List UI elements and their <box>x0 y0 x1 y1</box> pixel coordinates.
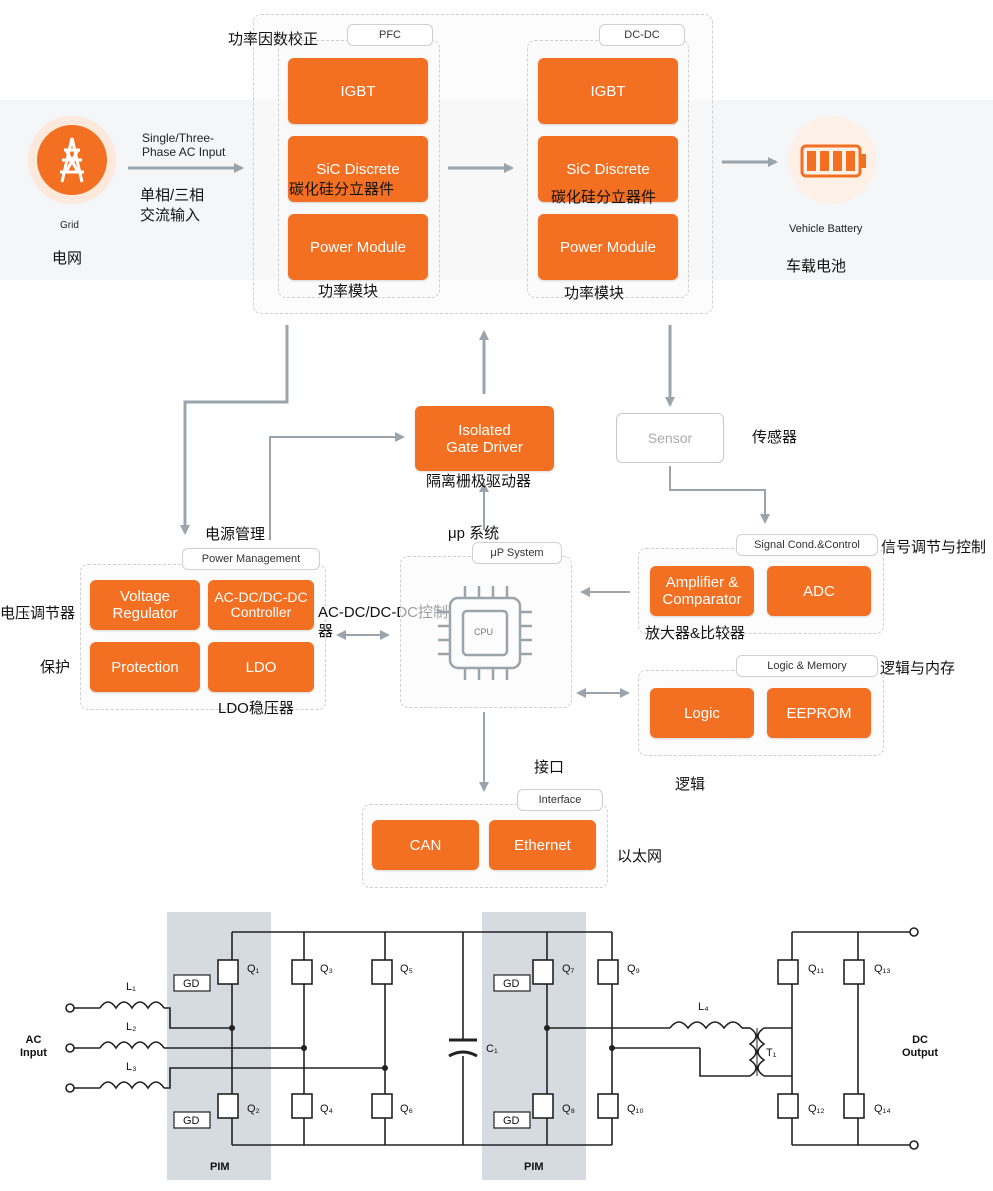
logic-tag: Logic & Memory <box>736 655 878 677</box>
eeprom-block: EEPROM <box>767 688 871 738</box>
pfc-igbt-block: IGBT <box>288 58 428 124</box>
protection-cn: 保护 <box>40 659 71 676</box>
switch-q5-label: Q₅ <box>400 963 413 975</box>
ldo-cn: LDO稳压器 <box>218 700 294 717</box>
gd-label: GD <box>503 978 520 990</box>
transformer-t1-label: T₁ <box>766 1047 777 1059</box>
switch-q13-label: Q₁₃ <box>874 963 891 975</box>
switch-q12-label: Q₁₂ <box>808 1103 825 1115</box>
switch-q9-label: Q₉ <box>627 963 640 975</box>
dcdc-igbt-block: IGBT <box>538 58 678 124</box>
gd-label: GD <box>183 978 200 990</box>
dcdc-tag: DC-DC <box>599 24 685 46</box>
pfc-tag: PFC <box>347 24 433 46</box>
sensor-cn: 传感器 <box>752 429 798 446</box>
switch-q7-label: Q₇ <box>562 963 575 975</box>
inductor-l3-label: L₃ <box>126 1061 137 1073</box>
dcdc-sic-en: SiC Discrete <box>566 160 650 178</box>
pim-label-left: PIM <box>210 1161 230 1173</box>
adc-block: ADC <box>767 566 871 616</box>
gd-label: GD <box>183 1115 200 1127</box>
dc-output-label: DC Output <box>902 1034 939 1059</box>
switch-q6-label: Q₆ <box>400 1103 413 1115</box>
ac-input-label-en: Single/Three- Phase AC Input <box>142 131 226 159</box>
pim-region-right <box>482 912 586 1180</box>
ac-input-label-cn: 单相/三相 交流输入 <box>140 187 205 224</box>
dcdc-power-module-block: Power Module <box>538 214 678 280</box>
grid-label-cn: 电网 <box>52 250 83 267</box>
logic-memory-cn: 逻辑与内存 <box>880 660 956 677</box>
pim-label-right: PIM <box>524 1161 544 1173</box>
grid-label-en: Grid <box>60 220 79 231</box>
ldo-block: LDO <box>208 642 314 692</box>
pfc-power-module-block: Power Module <box>288 214 428 280</box>
pfc-label-cn: 功率因数校正 <box>228 31 319 48</box>
pfc-module-cn: 功率模块 <box>318 283 379 300</box>
gate-driver-cn: 隔离栅极驱动器 <box>426 473 532 490</box>
switch-q1-label: Q₁ <box>247 963 260 975</box>
capacitor-c1-label: C₁ <box>486 1043 498 1055</box>
amplifier-cn: 放大器&比较器 <box>645 625 746 642</box>
power-mgmt-tag: Power Management <box>182 548 320 570</box>
sensor-block: Sensor <box>616 413 724 463</box>
ac-input-label: AC Input <box>20 1034 47 1059</box>
switch-q4-label: Q₄ <box>320 1103 334 1115</box>
voltage-regulator-cn: 电压调节器 <box>0 605 76 622</box>
battery-icon <box>788 116 876 204</box>
interface-cn: 接口 <box>534 759 565 776</box>
dcdc-module-cn: 功率模块 <box>564 285 625 302</box>
dcdc-sic-cn: 碳化硅分立器件 <box>551 189 657 206</box>
up-system-tag: μP System <box>472 542 562 564</box>
inductor-l4-label: L₄ <box>698 1001 709 1013</box>
ethernet-cn: 以太网 <box>617 848 663 865</box>
voltage-regulator-block: Voltage Regulator <box>90 580 200 630</box>
switch-q10-label: Q₁₀ <box>627 1103 644 1115</box>
battery-label-en: Vehicle Battery <box>789 223 863 235</box>
gd-label: GD <box>503 1115 520 1127</box>
pfc-sic-cn: 碳化硅分立器件 <box>289 181 395 198</box>
amplifier-block: Amplifier & Comparator <box>650 566 754 616</box>
switch-q3-label: Q₃ <box>320 963 333 975</box>
switch-symbols <box>217 959 865 1119</box>
acdc-controller-block: AC-DC/DC-DC Controller <box>208 580 314 630</box>
inductor-l1-label: L₁ <box>126 981 136 993</box>
dcdc-sic-block: SiC Discrete <box>538 136 678 202</box>
signal-cond-cn: 信号调节与控制 <box>881 539 987 556</box>
pim-region-left <box>167 912 271 1180</box>
gate-driver-block: Isolated Gate Driver <box>415 406 554 471</box>
logic-cn: 逻辑 <box>675 776 706 793</box>
pfc-sic-block: SiC Discrete <box>288 136 428 202</box>
ethernet-block: Ethernet <box>489 820 596 870</box>
power-mgmt-cn: 电源管理 <box>205 526 266 543</box>
pfc-sic-en: SiC Discrete <box>316 160 400 178</box>
signal-cond-tag: Signal Cond.&Control <box>736 534 878 556</box>
can-block: CAN <box>372 820 479 870</box>
switch-q14-label: Q₁₄ <box>874 1103 891 1115</box>
logic-block: Logic <box>650 688 754 738</box>
up-system-cn: μp 系统 <box>448 525 500 542</box>
switch-q11-label: Q₁₁ <box>808 963 824 975</box>
switch-q8-label: Q₈ <box>562 1103 575 1115</box>
protection-block: Protection <box>90 642 200 692</box>
grid-icon <box>28 116 116 204</box>
battery-label-cn: 车载电池 <box>786 258 847 275</box>
switch-q2-label: Q₂ <box>247 1103 260 1115</box>
cpu-label: CPU <box>474 627 494 637</box>
interface-tag: Interface <box>517 789 603 811</box>
inductor-l2-label: L₂ <box>126 1021 136 1033</box>
